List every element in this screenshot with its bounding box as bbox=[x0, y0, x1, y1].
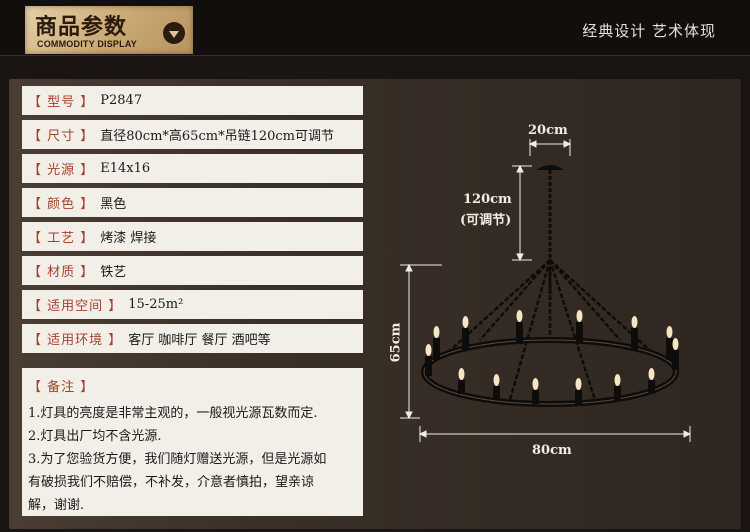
spec-key: 【 适用环境 】 bbox=[28, 333, 123, 348]
dimension-lines bbox=[400, 139, 692, 442]
spec-value: 直径80cm*高65cm*吊链120cm可调节 bbox=[100, 129, 334, 144]
page-title: 商品参数 bbox=[35, 14, 128, 40]
chain-length-label: 120cm bbox=[463, 192, 512, 207]
spec-row-space: 【 适用空间 】 15-25m² bbox=[22, 290, 363, 319]
chandelier-illustration bbox=[400, 139, 692, 442]
notes-line: 2.灯具出厂均不含光源. bbox=[28, 429, 162, 444]
spec-key: 【 光源 】 bbox=[28, 163, 95, 178]
chain-note-label: (可调节) bbox=[460, 213, 512, 228]
spec-row-size: 【 尺寸 】 直径80cm*高65cm*吊链120cm可调节 bbox=[22, 120, 363, 149]
notes-title: 【 备注 】 bbox=[28, 380, 95, 395]
spec-value: 客厅 咖啡厅 餐厅 酒吧等 bbox=[128, 333, 271, 348]
height-label: 65cm bbox=[388, 322, 404, 363]
spec-value: 铁艺 bbox=[100, 265, 127, 280]
spec-value: P2847 bbox=[100, 93, 143, 108]
spec-value: 烤漆 焊接 bbox=[100, 231, 157, 246]
title-banner: 商品参数 COMMODITY DISPLAY bbox=[25, 6, 193, 54]
spec-key: 【 材质 】 bbox=[28, 265, 95, 280]
notes-box: 【 备注 】 1.灯具的亮度是非常主观的，一般视光源瓦数而定. 2.灯具出厂均不… bbox=[22, 368, 363, 516]
spec-row-environment: 【 适用环境 】 客厅 咖啡厅 餐厅 酒吧等 bbox=[22, 324, 363, 353]
chevron-down-icon[interactable] bbox=[163, 22, 185, 44]
chandelier-diagram: 20cm 120cm (可调节) 65cm 80cm bbox=[380, 110, 720, 480]
spec-table: 【 型号 】 P2847 【 尺寸 】 直径80cm*高65cm*吊链120cm… bbox=[22, 86, 363, 358]
notes-line: 3.为了您验货方便，我们随灯赠送光源，但是光源如 bbox=[28, 452, 327, 467]
spec-row-model: 【 型号 】 P2847 bbox=[22, 86, 363, 115]
notes-line: 解，谢谢. bbox=[28, 498, 85, 513]
spec-row-material: 【 材质 】 铁艺 bbox=[22, 256, 363, 285]
spec-value: E14x16 bbox=[100, 161, 151, 176]
spec-key: 【 型号 】 bbox=[28, 95, 95, 110]
page-subtitle: COMMODITY DISPLAY bbox=[37, 39, 137, 49]
slogan: 经典设计 艺术体现 bbox=[582, 22, 716, 40]
spec-row-color: 【 颜色 】 黑色 bbox=[22, 188, 363, 217]
spec-key: 【 适用空间 】 bbox=[28, 299, 123, 314]
top-width-label: 20cm bbox=[528, 123, 568, 138]
chandelier-body bbox=[421, 165, 679, 407]
spec-key: 【 工艺 】 bbox=[28, 231, 95, 246]
notes-line: 有破损我们不赔偿，不补发，介意者慎拍，望亲谅 bbox=[28, 475, 315, 490]
spec-row-light-source: 【 光源 】 E14x16 bbox=[22, 154, 363, 183]
spec-key: 【 尺寸 】 bbox=[28, 129, 95, 144]
notes-line: 1.灯具的亮度是非常主观的，一般视光源瓦数而定. bbox=[28, 406, 318, 421]
spec-key: 【 颜色 】 bbox=[28, 197, 95, 212]
spec-value: 15-25m² bbox=[128, 297, 184, 312]
diameter-label: 80cm bbox=[532, 443, 572, 458]
spec-value: 黑色 bbox=[100, 197, 127, 212]
spec-row-process: 【 工艺 】 烤漆 焊接 bbox=[22, 222, 363, 251]
header: 商品参数 COMMODITY DISPLAY 经典设计 艺术体现 bbox=[0, 0, 750, 56]
